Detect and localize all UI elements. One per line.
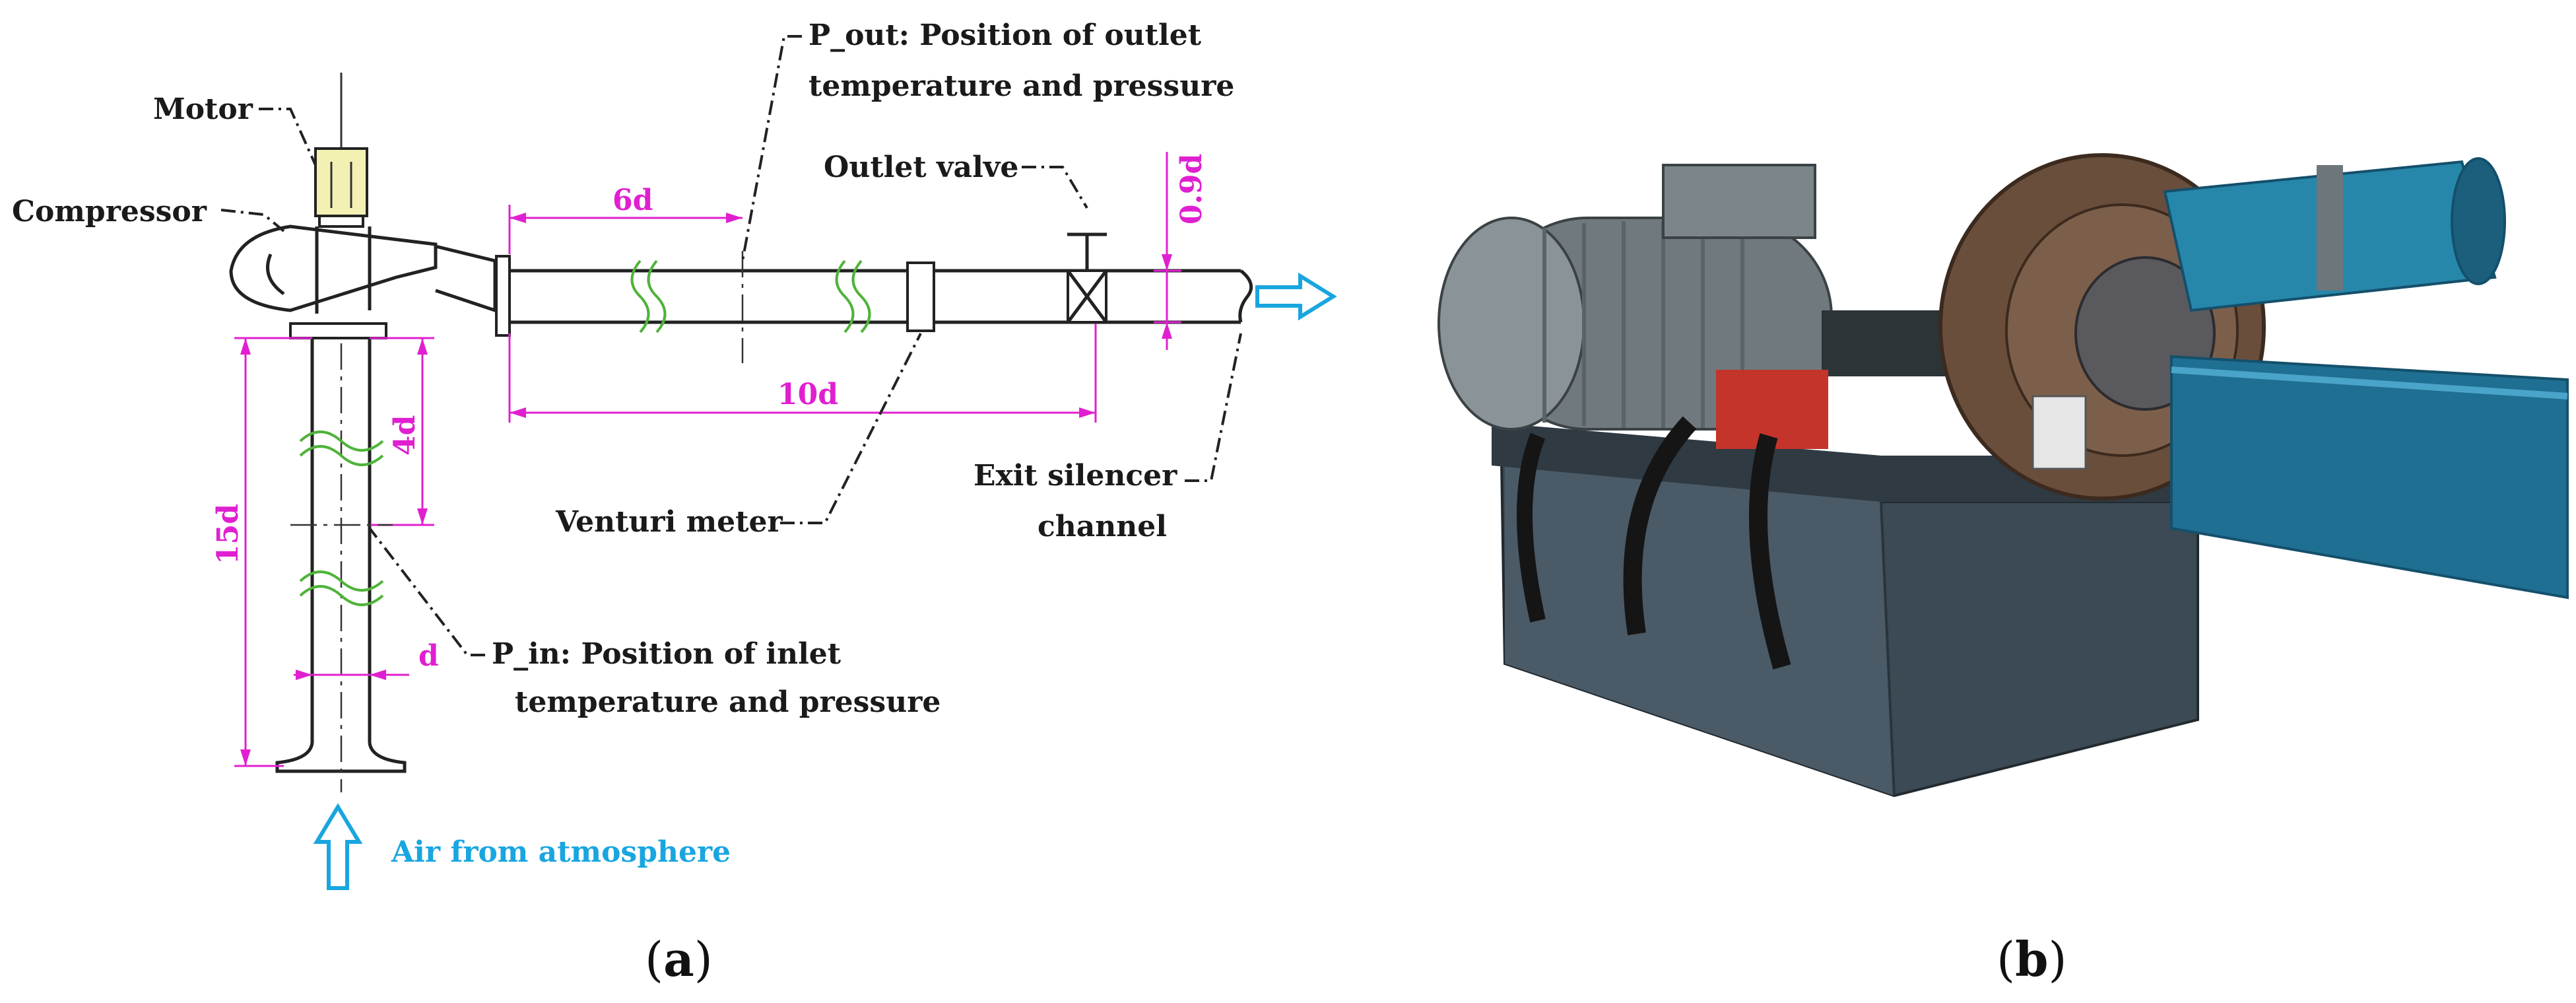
- rig-inlet-pipe-highlight: [2171, 366, 2568, 399]
- rig-coupling: [1822, 310, 1954, 376]
- dim-arrowhead: [417, 338, 428, 355]
- leader-motor: [259, 108, 317, 166]
- rig-outlet-flange: [2317, 165, 2343, 291]
- rig-hose: [1623, 416, 1697, 636]
- compressor-test-rig-photo: (b): [1437, 153, 2569, 987]
- dim-label-10d: 10d: [777, 378, 838, 411]
- label-venturi-meter: Venturi meter: [555, 505, 783, 539]
- pipe-break-mark: [851, 259, 871, 333]
- rig-base-side: [1505, 462, 1894, 796]
- caption-a: (a): [645, 931, 713, 987]
- dim-label-0-9d: 0.9d: [1175, 154, 1208, 225]
- dim-arrowhead: [240, 749, 251, 766]
- dim-arrowhead: [1079, 407, 1096, 418]
- venturi-meter-body: [906, 261, 935, 332]
- outlet-valve-cross: [1066, 269, 1108, 324]
- rig-base-edge: [1880, 501, 1896, 796]
- panel-a-schematic: Motor Compressor P_out: Position of outl…: [12, 18, 1337, 987]
- rig-outlet-pipe-end: [2451, 157, 2506, 285]
- motor-body: [314, 147, 368, 217]
- air-outlet-arrow-icon: [1255, 272, 1337, 321]
- air-inlet-arrow-icon: [313, 803, 363, 890]
- pipe-break-mark: [835, 259, 855, 333]
- label-air-from-atmosphere: Air from atmosphere: [391, 835, 731, 869]
- label-exit-silencer-line2: channel: [1038, 510, 1167, 543]
- dim-arrowhead: [1162, 322, 1172, 339]
- inlet-break-mark: [299, 571, 384, 592]
- label-p-out-line1: P_out: Position of outlet: [809, 18, 1202, 52]
- rig-hose: [1517, 432, 1546, 623]
- leader-venturi: [780, 333, 922, 524]
- dim-label-d: d: [418, 639, 439, 673]
- pipe-break-mark: [630, 259, 650, 333]
- leader-exit-silencer: [1185, 333, 1242, 482]
- rig-motor-terminal-box: [1662, 164, 1816, 239]
- label-exit-silencer-line1: Exit silencer: [974, 459, 1177, 493]
- dim-label-15d: 15d: [211, 504, 245, 565]
- label-p-in-line1: P_in: Position of inlet: [492, 637, 842, 671]
- label-p-out-line2: temperature and pressure: [809, 69, 1234, 103]
- label-compressor: Compressor: [12, 195, 207, 228]
- inlet-break-mark: [299, 445, 384, 466]
- dim-arrowhead: [510, 213, 526, 223]
- leader-outlet-valve: [1022, 166, 1088, 209]
- motor-coupling: [318, 215, 364, 228]
- compressor-detail: [266, 254, 285, 296]
- leader-compressor: [220, 209, 285, 232]
- rig-hose: [1749, 433, 1791, 670]
- dim-arrowhead: [510, 407, 526, 418]
- label-p-in-line2: temperature and pressure: [515, 685, 941, 719]
- caption-b: (b): [1997, 931, 2067, 987]
- dim-arrowhead: [370, 670, 386, 680]
- dim-label-4d: 4d: [388, 415, 422, 456]
- leader-p-in: [368, 527, 485, 656]
- dim-arrowhead: [240, 338, 251, 355]
- label-motor: Motor: [153, 92, 253, 126]
- dim-arrowhead: [726, 213, 743, 223]
- pipe-end-break: [1238, 269, 1253, 323]
- rig-sensor-box: [2031, 395, 2087, 470]
- rig-motor-endcap: [1437, 217, 1585, 431]
- inlet-break-mark: [299, 431, 384, 452]
- dim-arrowhead: [417, 508, 428, 525]
- dim-arrowhead: [296, 670, 312, 680]
- outlet-flange: [495, 255, 511, 337]
- dim-arrowhead: [1162, 254, 1172, 271]
- rig-inlet-pipe: [2170, 355, 2569, 600]
- label-outlet-valve: Outlet valve: [824, 151, 1018, 184]
- rig-red-filter: [1716, 370, 1828, 449]
- outlet-diffuser: [435, 244, 497, 313]
- inlet-flange: [289, 322, 387, 339]
- pipe-break-mark: [647, 259, 667, 333]
- compressor-volute: [229, 225, 438, 312]
- leader-p-out: [741, 35, 802, 261]
- dim-label-6d: 6d: [612, 184, 653, 217]
- inlet-break-mark: [299, 585, 384, 606]
